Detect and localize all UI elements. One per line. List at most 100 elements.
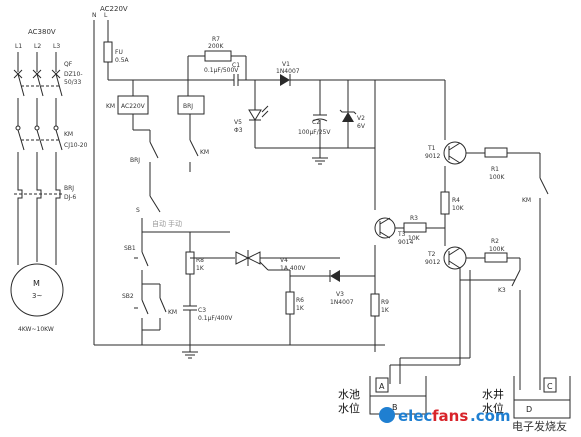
label-motor-phase: 3~ (32, 292, 42, 300)
transistor-t1 (443, 141, 467, 165)
label-t3: T3 (397, 231, 406, 238)
pool-tank (369, 376, 427, 415)
label-qf-model: DZ10- (64, 71, 83, 78)
label-fu-rating: 0.5A (115, 57, 130, 64)
control-section: N L AC220V FU 0.5A AC220V KM BRJ BRJ K (92, 5, 385, 359)
label-v1-val: 1N4007 (276, 68, 300, 75)
label-km-right: KM (522, 197, 531, 204)
resistor-r7 (204, 50, 232, 62)
label-l3: L3 (53, 43, 60, 50)
breaker-qf (13, 69, 63, 97)
watermark-dotcom: .com (470, 407, 511, 425)
resistor-r8 (185, 251, 195, 275)
label-pool-b: B (392, 403, 398, 412)
label-ac220: AC220V (100, 5, 128, 13)
label-k3: K3 (498, 287, 506, 294)
label-v3-val: 1N4007 (330, 299, 354, 306)
label-r3: R3 (410, 215, 418, 222)
resistor-r9 (370, 293, 380, 317)
label-c1: C1 (232, 62, 240, 69)
label-l: L (104, 12, 108, 19)
label-v2: V2 (357, 115, 365, 122)
brj-relay-box (177, 95, 205, 115)
led-v5 (248, 109, 262, 121)
well-tank (513, 376, 571, 419)
label-v1: V1 (282, 61, 290, 68)
water-level-section: A B 水池 水位 D C 水井 水位 (338, 268, 571, 419)
label-v5-val: Φ3 (234, 127, 243, 134)
resistor-r4 (440, 191, 450, 215)
three-phase-section: AC380V L1 L2 L3 QF DZ10- 50/33 (10, 28, 88, 333)
label-km-contact: KM (200, 149, 209, 156)
label-t2-val: 9012 (425, 259, 440, 266)
elecfans-logo-icon (379, 407, 395, 423)
label-r2: R2 (491, 238, 499, 245)
label-motor-m: M (33, 279, 40, 288)
label-km-coil: KM (106, 103, 115, 110)
label-r9-val: 1K (381, 307, 390, 314)
watermark-elec: elec (398, 407, 432, 425)
label-pool-text2: 水位 (338, 401, 360, 415)
label-v2-val: 6V (357, 123, 366, 130)
label-v3: V3 (336, 291, 344, 298)
label-km-sb: KM (168, 309, 177, 316)
label-r9: R9 (381, 299, 389, 306)
label-c2: C2 (312, 119, 320, 126)
label-s-auto: 自动 (152, 219, 166, 228)
label-km-coil-v: AC220V (121, 103, 146, 110)
diode-v3 (330, 270, 340, 282)
triac-v4 (235, 250, 269, 271)
label-well-d: D (526, 405, 532, 414)
label-v4: V4 (280, 257, 288, 264)
probe-c (543, 377, 557, 393)
label-c2-val: 100μF/25V (298, 129, 331, 136)
label-l2: L2 (34, 43, 41, 50)
label-v4-val: 1A 400V (280, 265, 306, 272)
label-qf-model2: 50/33 (64, 79, 81, 86)
transistor-t3 (374, 217, 396, 239)
label-s-manual: 手动 (168, 219, 182, 228)
label-r8: R8 (196, 257, 204, 264)
contactor-km-main (15, 125, 63, 151)
label-brj-contact: BRJ (130, 157, 140, 164)
label-r7-val: 200K (208, 43, 224, 50)
pushbutton-sb1 (134, 251, 149, 267)
label-fu: FU (115, 49, 123, 56)
switching-section: V4 1A 400V R6 1K V3 1N4007 R9 1K T3 9014 (190, 141, 549, 390)
label-t2: T2 (427, 251, 436, 258)
label-r6: R6 (296, 297, 304, 304)
label-km-model: CJ10-20 (64, 142, 88, 149)
label-ac380: AC380V (28, 28, 56, 36)
label-r4-val: 10K (452, 205, 465, 212)
supply-section: R7 200K C1 0.1μF/500V V1 1N4007 V5 Φ3 C2 (187, 36, 446, 210)
label-r1-val: 100K (489, 174, 505, 181)
thermal-relay-brj (14, 185, 62, 203)
label-r7: R7 (212, 36, 220, 43)
resistor-r3 (403, 222, 427, 233)
resistor-r2 (484, 252, 508, 263)
label-r6-val: 1K (296, 305, 305, 312)
label-qf: QF (64, 61, 73, 68)
label-km-main: KM (64, 131, 73, 138)
label-pool-a: A (379, 382, 385, 391)
fuse-fu (103, 41, 113, 63)
label-c3-val: 0.1μF/400V (198, 315, 233, 322)
label-brj-model: DJ-6 (64, 194, 76, 201)
label-s: S (136, 207, 140, 214)
label-sb2: SB2 (122, 293, 134, 300)
watermark: elec fans .com 电子发烧友 (379, 407, 567, 433)
label-r3-val: 10K (408, 235, 421, 242)
label-r2-val: 100K (489, 246, 505, 253)
label-r4: R4 (452, 197, 460, 204)
label-well-text2: 水位 (482, 401, 504, 415)
probe-a (375, 377, 389, 393)
label-well-text1: 水井 (482, 387, 504, 401)
watermark-cn: 电子发烧友 (512, 419, 567, 433)
label-l1: L1 (15, 43, 22, 50)
label-r1: R1 (491, 166, 499, 173)
label-t1-val: 9012 (425, 153, 440, 160)
transistor-t2 (443, 246, 467, 270)
label-n: N (92, 12, 97, 19)
label-pool-text1: 水池 (338, 388, 360, 401)
